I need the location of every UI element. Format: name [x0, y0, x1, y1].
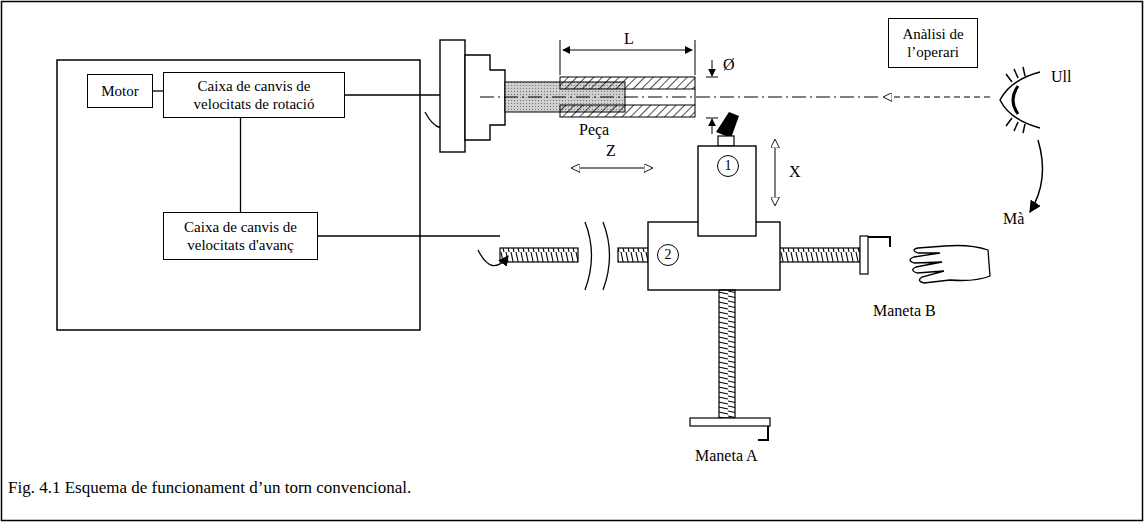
- axis-label: Z: [605, 142, 617, 160]
- node-text: Caixa de canvis de velocitats de rotació: [169, 77, 339, 113]
- operator-box: Anàlisi de l’operari: [888, 18, 978, 68]
- axis-label: X: [788, 163, 802, 181]
- node-text: 1: [725, 159, 732, 173]
- part-label: Maneta B: [872, 302, 937, 320]
- feed-gearbox-box: Caixa de canvis de velocitats d'avanç: [163, 212, 318, 260]
- dimension-label: L: [623, 30, 635, 48]
- callout-number: 2: [657, 244, 679, 266]
- part-label: Ull: [1050, 68, 1072, 86]
- node-text: 2: [665, 248, 672, 262]
- figure-caption: Fig. 4.1 Esquema de funcionament d’un to…: [8, 478, 411, 498]
- motor-box: Motor: [87, 74, 153, 108]
- node-text: Caixa de canvis de velocitats d'avanç: [169, 218, 312, 254]
- callout-number: 1: [717, 155, 739, 177]
- node-text: Anàlisi de l’operari: [894, 25, 972, 61]
- part-label: Mà: [1002, 210, 1025, 228]
- drive-line: [240, 118, 241, 212]
- diameter-label: Ø: [722, 56, 736, 74]
- part-label: Peça: [578, 121, 610, 139]
- drive-line: [153, 91, 163, 92]
- node-text: Motor: [101, 82, 139, 100]
- gearbox-box: Caixa de canvis de velocitats de rotació: [163, 72, 345, 118]
- part-label: Maneta A: [694, 447, 759, 465]
